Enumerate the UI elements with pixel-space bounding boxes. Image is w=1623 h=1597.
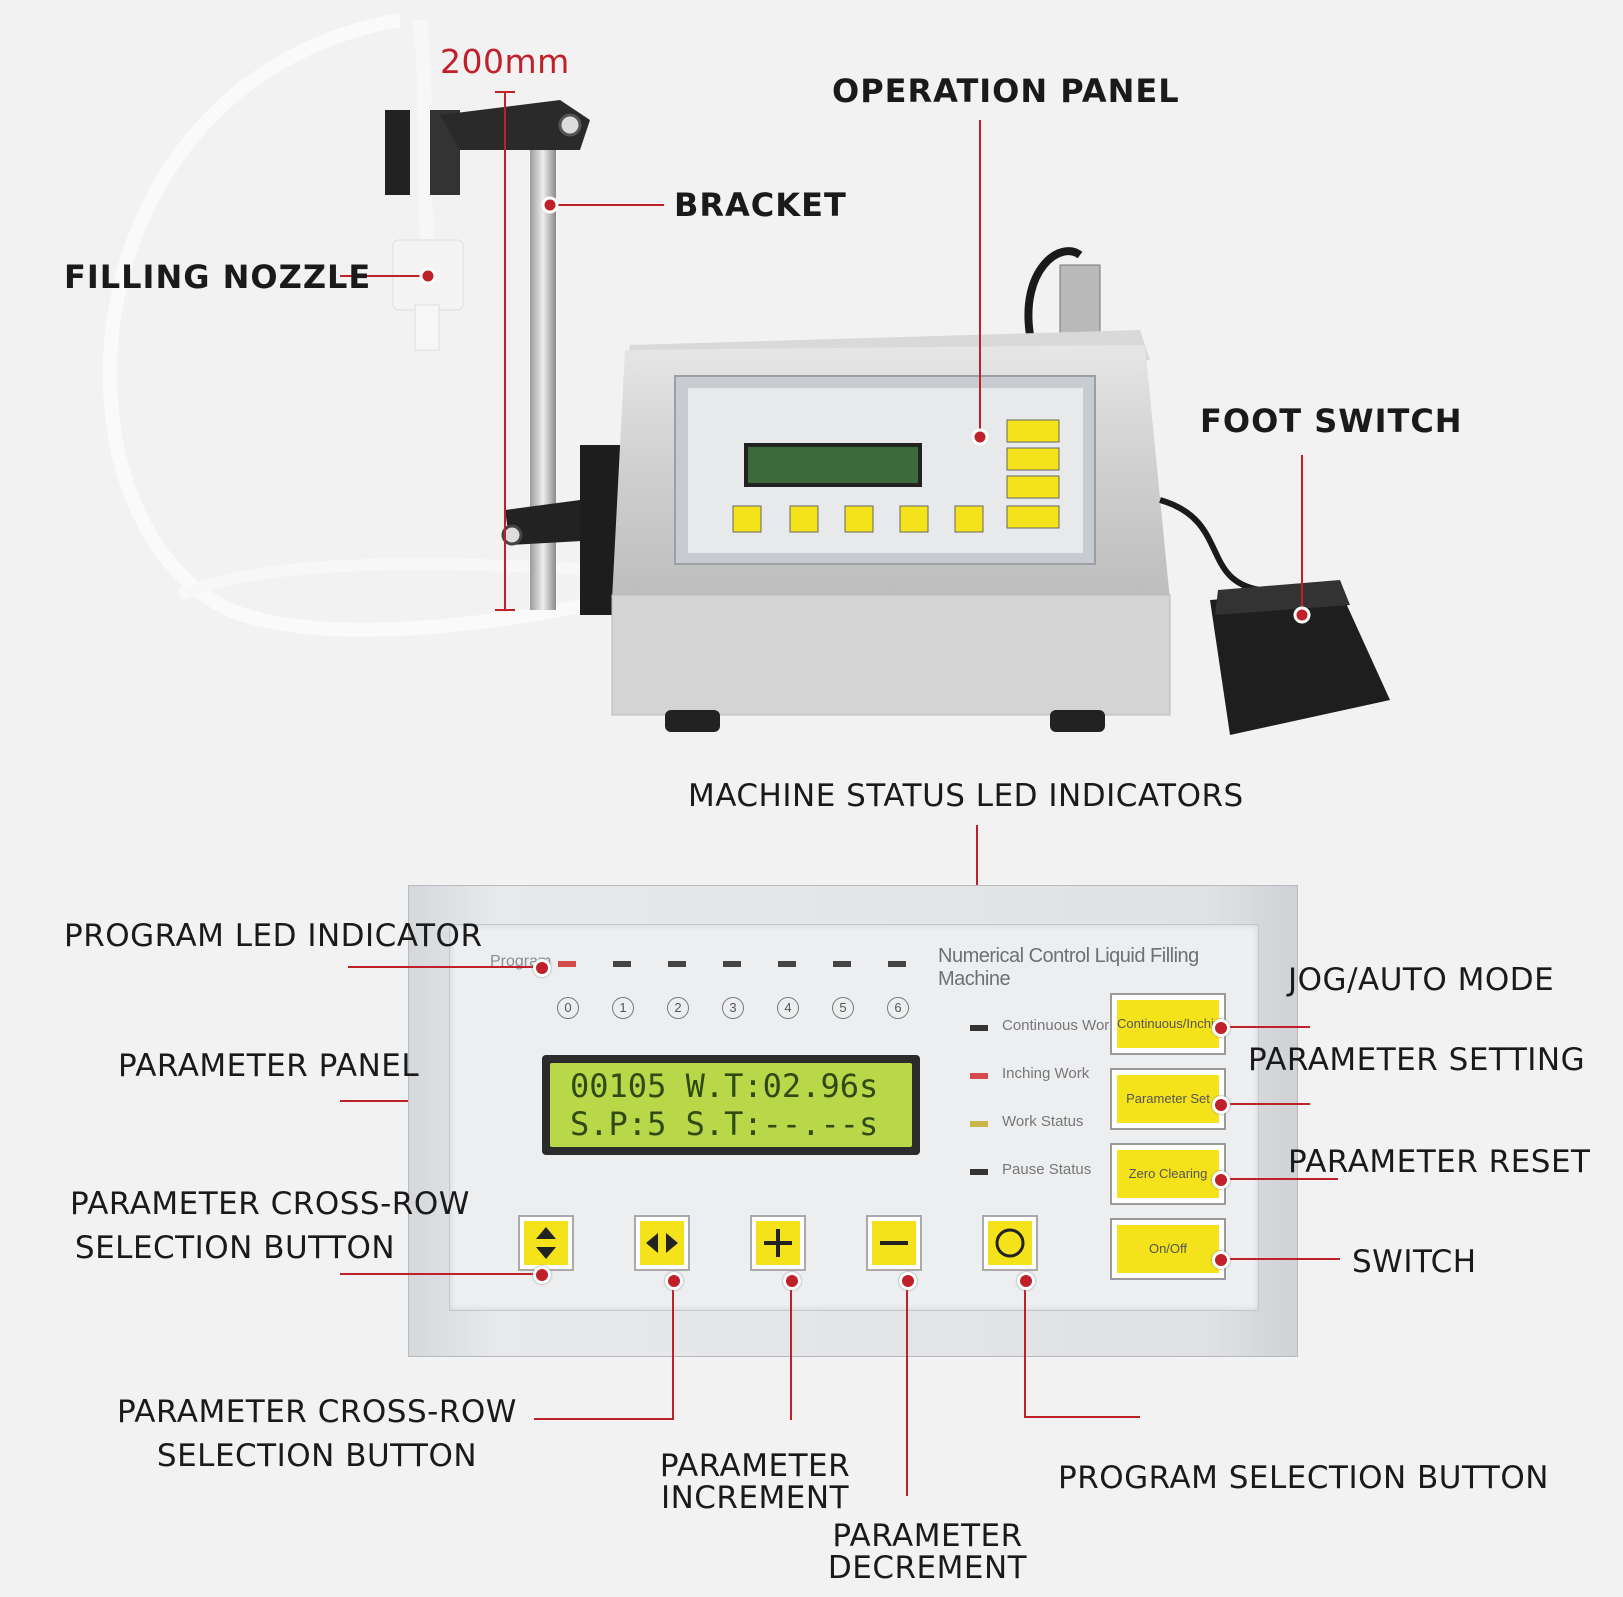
status-led-label: Pause Status (1002, 1161, 1092, 1178)
panel-title: Numerical Control Liquid Filling Machine (938, 945, 1199, 990)
program-number: 1 (612, 997, 634, 1019)
tube (102, 13, 612, 637)
machine-base (611, 594, 1171, 716)
continuous-inching-button[interactable]: Continuous/Inching (1110, 993, 1226, 1055)
minus-icon (880, 1241, 908, 1245)
program-number: 4 (777, 997, 799, 1019)
status-led (970, 1025, 988, 1031)
cross-row-selection-button[interactable] (518, 1215, 574, 1271)
plus-icon (764, 1229, 792, 1257)
program-number: 6 (887, 997, 909, 1019)
cross-row-label-1: PARAMETER CROSS-ROW SELECTION BUTTON (70, 1186, 470, 1266)
program-led (778, 961, 796, 967)
parameter-setting-label: PARAMETER SETTING (1248, 1042, 1586, 1078)
program-led (723, 961, 741, 967)
parameter-reset-label: PARAMETER RESET (1288, 1144, 1591, 1180)
lcd-line-1: 00105 W.T:02.96s (570, 1067, 879, 1105)
jog-auto-label: JOG/AUTO MODE (1288, 962, 1555, 998)
program-number: 5 (832, 997, 854, 1019)
program-number: 3 (722, 997, 744, 1019)
shift-selection-button[interactable] (634, 1215, 690, 1271)
left-right-arrow-icon (646, 1233, 678, 1253)
switch-label: SWITCH (1352, 1244, 1477, 1280)
program-selection-label: PROGRAM SELECTION BUTTON (1058, 1460, 1549, 1496)
increment-button[interactable] (750, 1215, 806, 1271)
decrement-button[interactable] (866, 1215, 922, 1271)
parameter-set-button[interactable]: Parameter Set (1110, 1068, 1226, 1130)
status-led (970, 1073, 988, 1079)
foot-switch-label: FOOT SWITCH (1200, 402, 1463, 440)
foot-pedal (1210, 590, 1390, 735)
filling-nozzle-label: FILLING NOZZLE (64, 258, 372, 296)
up-down-arrow-icon (536, 1227, 556, 1259)
program-led (613, 961, 631, 967)
operation-panel-label: OPERATION PANEL (832, 72, 1180, 110)
top-clamp (385, 110, 410, 195)
program-led (833, 961, 851, 967)
program-led (888, 961, 906, 967)
program-selection-button[interactable] (982, 1215, 1038, 1271)
connector (1059, 264, 1101, 336)
side-button-label: Continuous/Inching (1117, 1000, 1219, 1048)
increment-label: PARAMETER INCREMENT (659, 1448, 851, 1516)
status-led-label: Work Status (1002, 1113, 1084, 1130)
program-led (558, 961, 576, 967)
machine-status-leds-label: MACHINE STATUS LED INDICATORS (688, 778, 1244, 814)
program-led-label: PROGRAM LED INDICATOR (64, 918, 483, 954)
decrement-label: PARAMETER DECREMENT (827, 1518, 1028, 1586)
tube (413, 19, 437, 262)
status-led (970, 1121, 988, 1127)
status-led-label: Continuous Work (1002, 1017, 1117, 1034)
zero-clearing-button[interactable]: Zero Clearing (1110, 1143, 1226, 1205)
status-led (970, 1169, 988, 1175)
side-button-label: On/Off (1117, 1225, 1219, 1273)
program-led (668, 961, 686, 967)
mini-lcd (744, 443, 922, 487)
cross-row-label-2: PARAMETER CROSS-ROW SELECTION BUTTON (117, 1394, 517, 1474)
mini-buttons (732, 419, 1060, 533)
parameter-panel-label: PARAMETER PANEL (118, 1048, 420, 1084)
program-number: 2 (667, 997, 689, 1019)
lcd-line-2: S.P:5 S.T:--.--s (570, 1105, 879, 1143)
dimension-label: 200mm (440, 42, 570, 81)
tube (177, 558, 601, 601)
status-led-label: Inching Work (1002, 1065, 1090, 1082)
side-button-label: Zero Clearing (1117, 1150, 1219, 1198)
bracket-label: BRACKET (674, 186, 847, 224)
side-button-label: Parameter Set (1117, 1075, 1219, 1123)
lcd-display: 00105 W.T:02.96s S.P:5 S.T:--.--s (542, 1055, 920, 1155)
circle-icon (995, 1228, 1025, 1258)
program-number: 0 (557, 997, 579, 1019)
on-off-button[interactable]: On/Off (1110, 1218, 1226, 1280)
machine-illustration (102, 13, 1390, 735)
